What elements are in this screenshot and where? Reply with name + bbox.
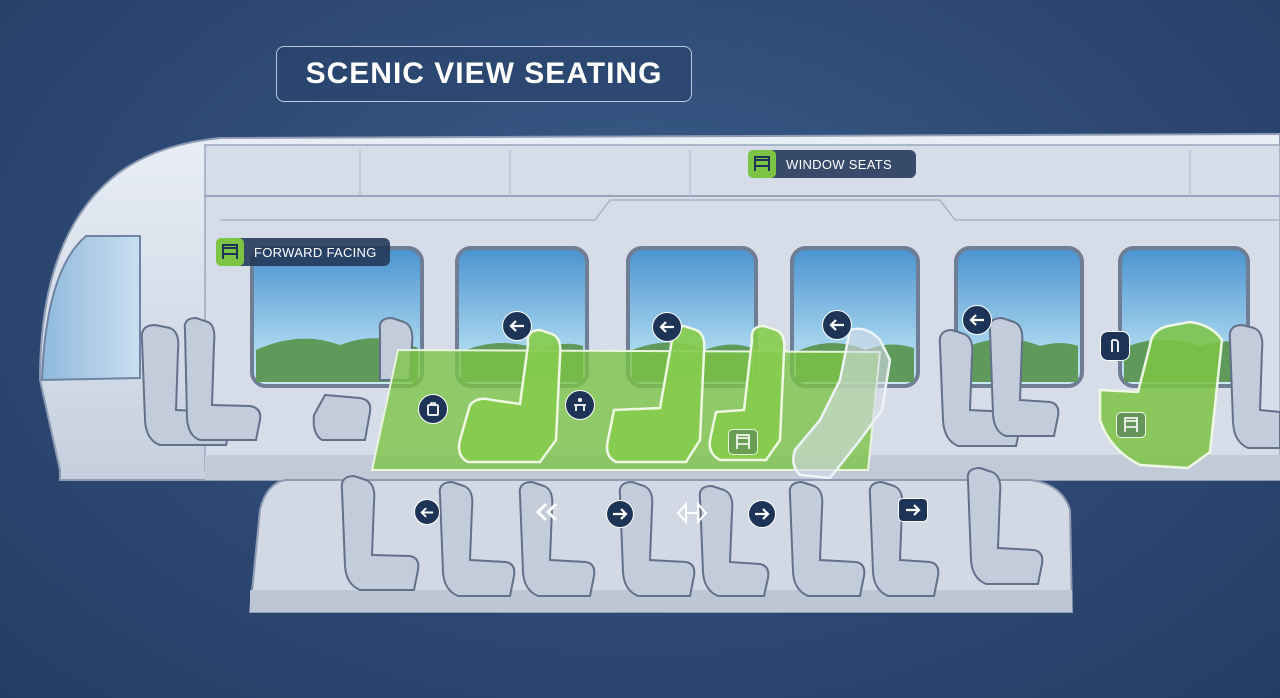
seat-icon [748,150,776,178]
accessible-seat-icon[interactable] [565,390,595,420]
arrow-left-icon[interactable] [414,499,440,525]
luggage-rack-icon[interactable] [1116,412,1146,438]
arrow-left-icon[interactable] [822,310,852,340]
arrow-right-icon[interactable] [606,500,634,528]
lower-deck-seats [340,466,1044,597]
title-banner: SCENIC VIEW SEATING [276,46,692,102]
window-seats-badge: WINDOW SEATS [748,150,916,178]
arrow-right-icon[interactable] [748,500,776,528]
seat-icon [216,238,244,266]
arrow-left-icon[interactable] [652,312,682,342]
arrow-left-icon[interactable] [962,305,992,335]
window-seats-label: WINDOW SEATS [786,156,892,172]
upper-deck-seats [140,316,1280,449]
grab-handle-icon[interactable] [1100,331,1130,361]
arrow-left-icon[interactable] [502,311,532,341]
direction-swap-icon[interactable] [674,500,710,526]
arrow-right-icon[interactable] [898,498,928,522]
forward-facing-badge: FORWARD FACING [216,238,390,266]
walker-icon[interactable] [728,429,758,455]
luggage-icon[interactable] [418,394,448,424]
page-title: SCENIC VIEW SEATING [305,57,663,90]
forward-facing-label: FORWARD FACING [254,244,377,260]
double-chevron-left-icon[interactable] [532,500,570,524]
scenic-seat-highlight [370,320,1224,480]
